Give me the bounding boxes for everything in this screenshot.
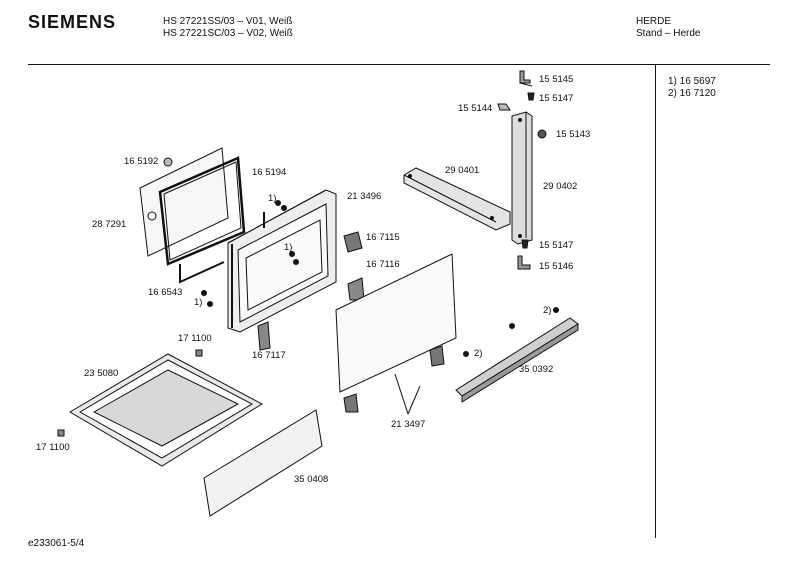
- model-line-1: HS 27221SS/03 – V01, Weiß: [163, 16, 293, 27]
- part-213496-door-frame: [227, 189, 337, 333]
- footnote-marker-1a: 1): [268, 193, 277, 204]
- footnote-marker-2a: 2): [543, 305, 552, 316]
- label-155146: 15 5146: [539, 261, 574, 272]
- part-290401-rail: [403, 167, 511, 231]
- label-167117: 16 7117: [252, 350, 286, 361]
- label-155144: 15 5144: [458, 103, 493, 114]
- label-287291: 28 7291: [92, 219, 127, 230]
- label-290401: 29 0401: [445, 165, 480, 176]
- label-171100-top: 17 1100: [178, 333, 212, 344]
- part-155143-screw: [537, 129, 547, 139]
- label-167115: 16 7115: [366, 232, 400, 243]
- footnote-1: 1) 16 5697: [668, 76, 716, 87]
- footnote-2: 2) 16 7120: [668, 88, 716, 99]
- label-155145: 15 5145: [539, 74, 574, 85]
- label-155143: 15 5143: [556, 129, 591, 140]
- drawing-id: e233061-5/4: [28, 538, 85, 549]
- subcategory-title: Stand – Herde: [636, 28, 701, 39]
- notes-divider: [655, 64, 656, 538]
- part-165194-seal: [158, 156, 246, 284]
- footnote-marker-1c: 1): [194, 297, 203, 308]
- label-213497: 21 3497: [391, 419, 426, 430]
- screws-note-1: [201, 200, 299, 307]
- footnote-marker-1b: 1): [284, 242, 293, 253]
- part-350392-rail: [455, 307, 579, 403]
- label-165194: 16 5194: [252, 167, 287, 178]
- part-213497-glass-panel: [335, 253, 457, 415]
- part-155147-clip-top: [527, 92, 535, 101]
- header-divider: [28, 64, 770, 65]
- label-235080: 23 5080: [84, 368, 119, 379]
- part-167116-hinge: [347, 277, 365, 301]
- part-155146-bracket: [517, 255, 531, 270]
- part-155145-bracket: [519, 70, 533, 87]
- label-171100-bottom: 17 1100: [36, 442, 70, 453]
- label-350408: 35 0408: [294, 474, 329, 485]
- footnote-marker-2b: 2): [474, 348, 483, 359]
- label-155147-top: 15 5147: [539, 93, 574, 104]
- label-166543: 16 6543: [148, 287, 183, 298]
- part-350408-drawer-panel: [203, 409, 323, 517]
- model-line-2: HS 27221SC/03 – V02, Weiß: [163, 28, 293, 39]
- label-213496: 21 3496: [347, 191, 382, 202]
- part-155144-clip: [497, 103, 511, 111]
- label-290402: 29 0402: [543, 181, 578, 192]
- brand-logo: SIEMENS: [28, 12, 117, 32]
- part-171100-foot-b: [57, 429, 65, 437]
- category-title: HERDE: [636, 16, 672, 27]
- label-155147-bottom: 15 5147: [539, 240, 574, 251]
- part-165192-clip: [163, 157, 173, 167]
- part-155147-clip-bottom: [521, 239, 529, 249]
- footnotes: 1) 16 5697 2) 16 7120: [668, 76, 716, 100]
- label-350392: 35 0392: [519, 364, 554, 375]
- part-290402-side-rail: [511, 111, 533, 245]
- part-167115-hinge: [343, 231, 363, 253]
- label-167116: 16 7116: [366, 259, 400, 270]
- label-165192: 16 5192: [124, 156, 159, 167]
- part-171100-foot-a: [195, 349, 203, 357]
- part-235080-baking-tray: [69, 353, 264, 467]
- part-167117-hinge: [257, 321, 271, 351]
